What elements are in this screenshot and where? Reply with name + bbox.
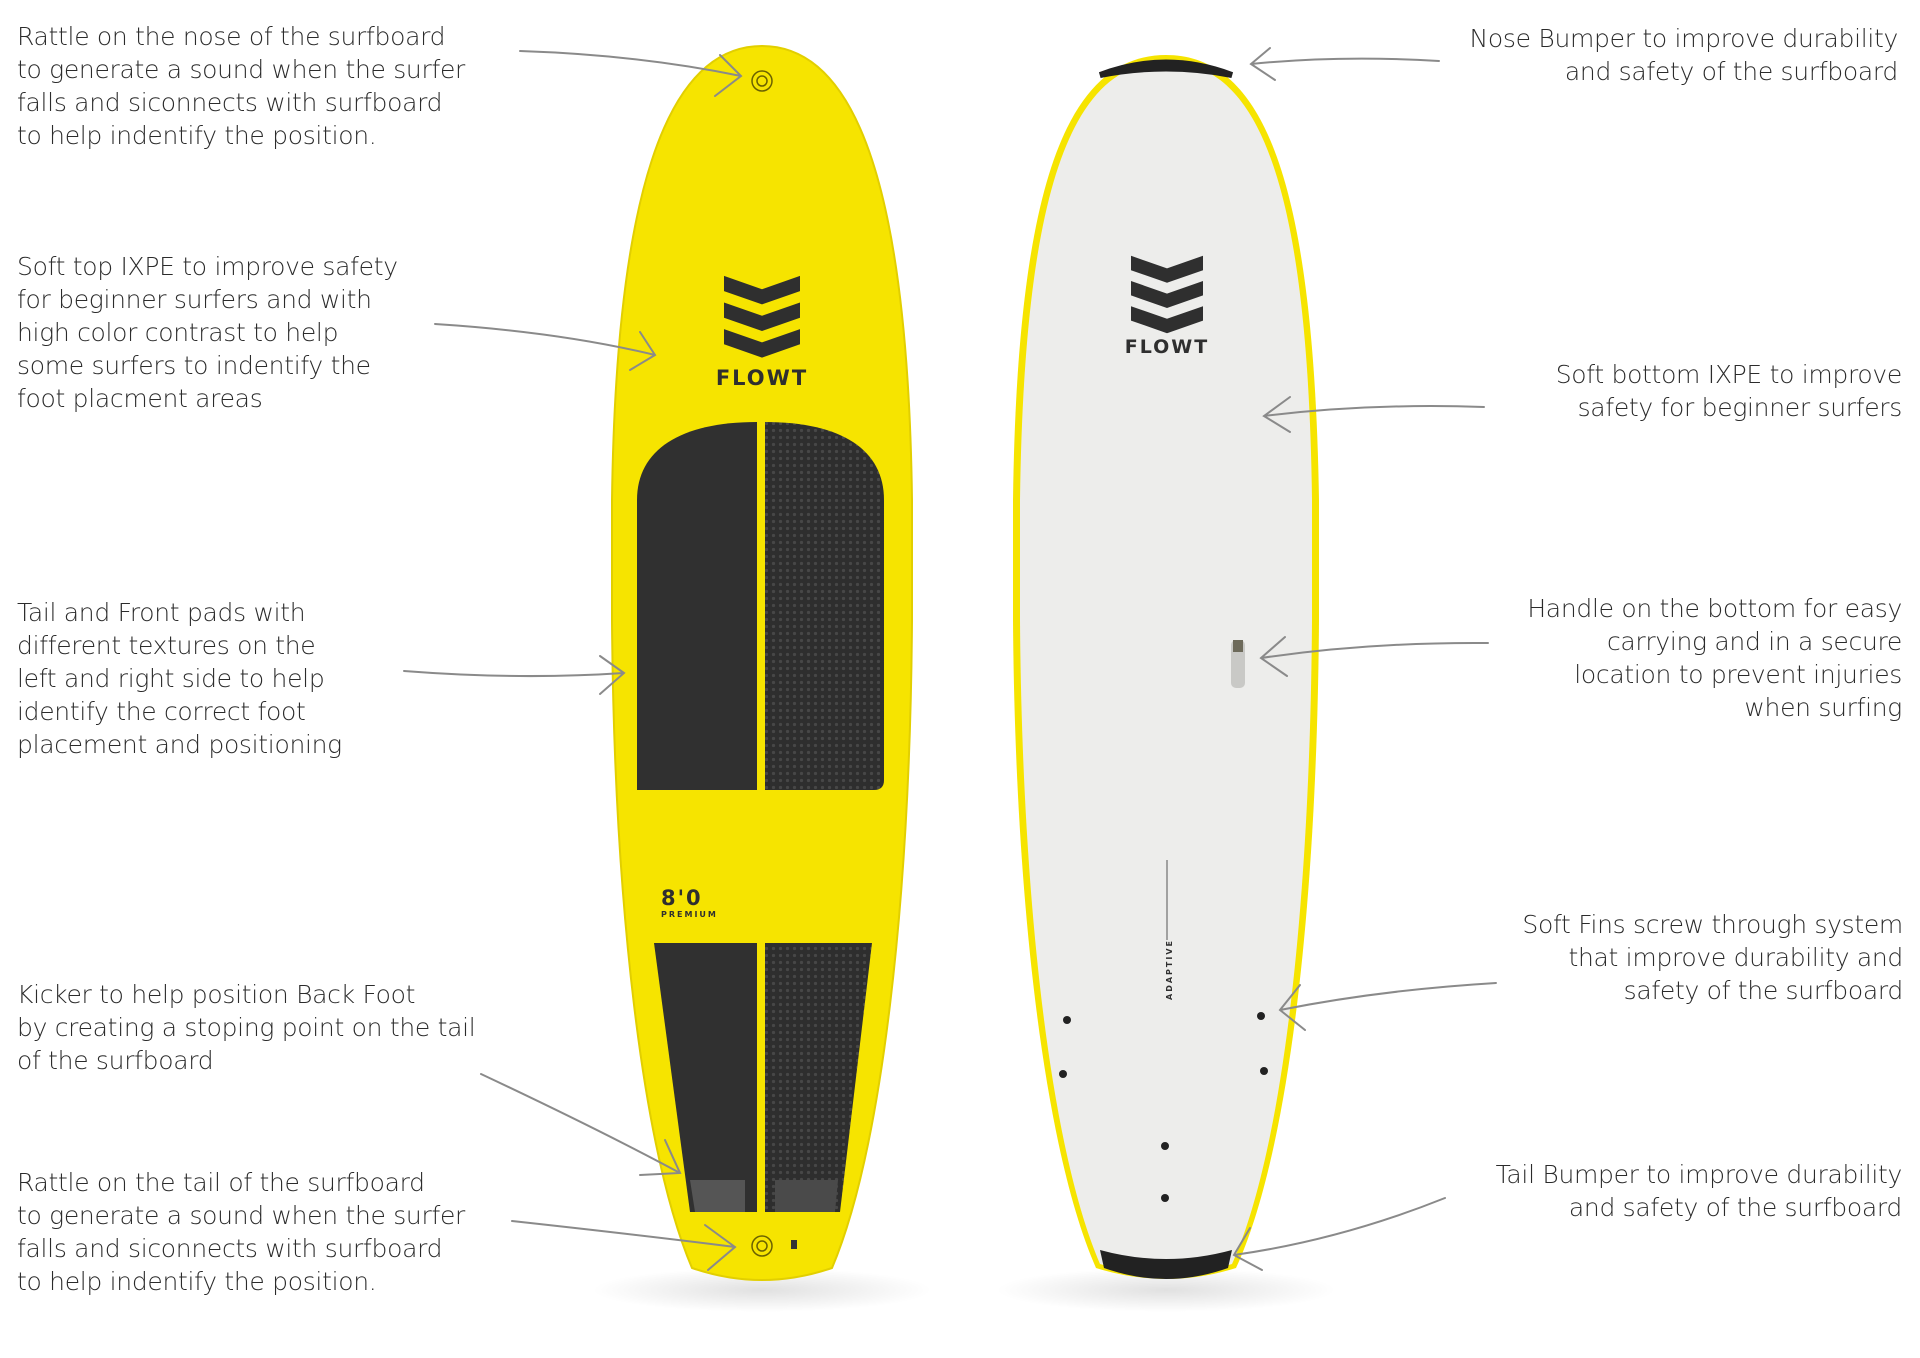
note-tail-bumper: Tail Bumper to improve durability and sa… <box>1495 1160 1903 1222</box>
annotation-arrows <box>403 47 1497 1271</box>
arrow-nose-rattle <box>519 50 743 97</box>
note-kicker: Kicker to help position Back Foot by cre… <box>17 980 476 1075</box>
adaptive-label: ADAPTIVE <box>1165 939 1174 1000</box>
note-tail-rattle: Rattle on the tail of the surfboard to g… <box>17 1168 466 1296</box>
flowt-logo-icon <box>1131 255 1203 334</box>
flowt-logo-icon <box>724 275 800 358</box>
arrow-tail-bumper <box>1232 1197 1446 1271</box>
brand-name: FLOWT <box>716 366 808 390</box>
tail-bumper <box>1100 1250 1232 1279</box>
brand-name: FLOWT <box>1125 336 1209 358</box>
arrow-handle <box>1259 636 1489 677</box>
note-fins: Soft Fins screw through system that impr… <box>1522 910 1903 1005</box>
arrow-fins <box>1278 982 1497 1031</box>
note-nose-rattle: Rattle on the nose of the surfboard to g… <box>17 22 466 150</box>
board-model: PREMIUM <box>661 910 718 919</box>
front-pad <box>637 422 884 790</box>
note-nose-bumper: Nose Bumper to improve durability and sa… <box>1469 24 1899 86</box>
fin-screw-holes <box>1059 1012 1268 1202</box>
arrow-soft-bottom <box>1262 396 1485 433</box>
arrow-kicker <box>480 1073 682 1176</box>
nose-rattle-icon <box>751 70 773 92</box>
note-handle: Handle on the bottom for easy carrying a… <box>1527 594 1902 722</box>
surfboard-bottom-deck: FLOWT ADAPTIVE <box>1013 55 1319 1279</box>
arrow-nose-bumper <box>1249 47 1440 81</box>
surfboard-top-deck: FLOWT 8'0 PREMIUM <box>611 44 913 1281</box>
board-size: 8'0 <box>661 886 703 910</box>
arrow-soft-top <box>434 323 657 371</box>
note-soft-bottom: Soft bottom IXPE to improve safety for b… <box>1555 360 1903 422</box>
note-pads: Tail and Front pads with different textu… <box>17 598 342 759</box>
arrow-pads <box>403 655 626 695</box>
tail-rattle-icon <box>751 1235 797 1257</box>
handle-icon <box>1231 640 1245 688</box>
note-soft-top: Soft top IXPE to improve safety for begi… <box>17 252 398 413</box>
tail-pad-kicker <box>654 943 872 1212</box>
nose-bumper <box>1098 59 1234 78</box>
arrow-tail-rattle <box>511 1220 737 1271</box>
